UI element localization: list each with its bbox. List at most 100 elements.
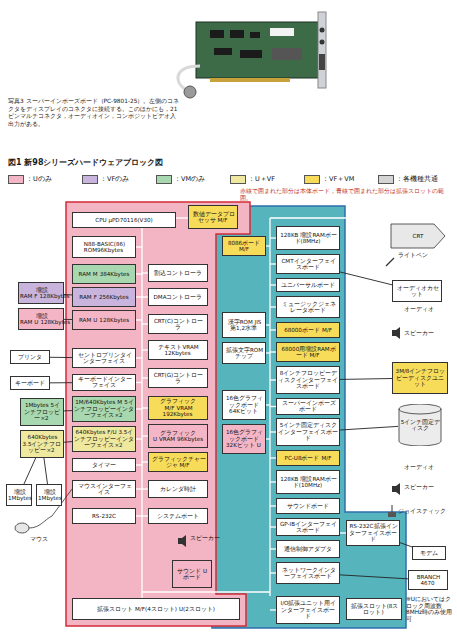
- node-text: 1Mbytes 5インチフロッピー×2: [24, 402, 60, 421]
- block-box: RAMM384Kbytes: [72, 264, 136, 284]
- jack-symbol: [320, 40, 325, 45]
- node-label-group: キーボード: [12, 380, 48, 386]
- node-text: M/F: [239, 246, 249, 252]
- speaker-symbol: [392, 483, 400, 495]
- cylinder-rim: [399, 409, 441, 414]
- bus-line: [136, 438, 142, 439]
- chip-symbol: [250, 32, 260, 38]
- node-label-group: 数値データプロセッサM/F: [190, 211, 236, 224]
- node-text: RAM: [79, 317, 91, 323]
- photo-caption: 写真3 スーパーインポーズボード（PC-9801-25）。左側のコネクタをディス…: [8, 98, 180, 128]
- node-text: U(2スロット): [179, 606, 215, 612]
- connector-line: [44, 458, 48, 484]
- bus-lines: [136, 218, 390, 610]
- connector-line: [340, 272, 392, 285]
- speaker-symbol: [392, 327, 400, 339]
- node-label-group: 割込コントローラ: [150, 270, 206, 276]
- node-label-group: RS-232C拡張インターフェイスボード: [348, 523, 398, 542]
- node-text: M/F: [322, 455, 332, 461]
- node-label-group: プリンタ: [12, 354, 48, 360]
- block-box: 128KB増設RAMボード(10MHz): [276, 470, 340, 494]
- node-text: CPU μPD70116(V30): [95, 217, 153, 223]
- node-text: 5インチ固定ディスクインターフェイスボード: [278, 422, 338, 441]
- node-text: グラフィック: [160, 398, 196, 404]
- block-box: 68000用増設RAMボードM/F: [276, 342, 340, 362]
- block-box: 1Mbytes 5インチフロッピー×2: [20, 398, 64, 426]
- node-text: 3M/8インチフロッピーディスクユニット: [396, 368, 446, 387]
- node-label-group: 漢字ROM JIS第1,2水準: [224, 319, 264, 332]
- node-text: M: [93, 271, 98, 277]
- device-label: マウス: [30, 536, 64, 543]
- bus-line: [136, 464, 142, 465]
- node-text: M/F: [310, 352, 320, 358]
- region-note: 赤線で囲まれた部分は本体ボード，青線で囲まれた部分は拡張スロットの範囲。: [240, 188, 452, 201]
- node-text: サウンドボード: [287, 503, 329, 509]
- node-label-group: RAMM384Kbytes: [74, 271, 134, 277]
- block-box: タイマー: [72, 458, 136, 472]
- chip-symbol: [230, 30, 244, 38]
- block-box: 5インチ固定ディスクインターフェイスボード: [276, 418, 340, 446]
- device-label: スピーカー: [404, 484, 448, 491]
- node-text: キーボードインターフェイス: [78, 376, 132, 388]
- node-text: 増設1Mbytes: [8, 489, 32, 501]
- node-text: I/O拡張ユニット用インターフェイスボード: [281, 600, 337, 619]
- circuit-board: [196, 22, 318, 78]
- node-text: 128Kbytes: [99, 317, 129, 323]
- node-label-group: RAMU128Kbytes: [74, 317, 134, 323]
- block-box: グラフィックUVRAM 96Kbytes: [148, 424, 208, 448]
- block-box: サウンドボード: [276, 498, 340, 514]
- node-text: 数値データプロセッサ: [193, 211, 235, 223]
- connector-line: [64, 441, 72, 443]
- node-label-group: キーボードインターフェイス: [74, 376, 134, 389]
- bus-line: [136, 273, 142, 274]
- node-label-group: マウスインターフェイス: [74, 483, 134, 496]
- bus-line: [266, 245, 270, 246]
- block-box: 拡張文字ROMチップ: [222, 342, 266, 364]
- connector-line: [24, 458, 36, 484]
- node-label-group: ミュージックジェネレータボード: [278, 301, 338, 314]
- legend-text: ：VF＋VM: [322, 174, 354, 184]
- node-label-group: 3M/8インチフロッピーディスクユニット: [394, 368, 446, 387]
- node-label-group: CRT: [391, 233, 445, 239]
- node-label-group: 増設1Mbytes: [8, 489, 30, 502]
- node-text: プリンタ: [18, 354, 42, 360]
- block-box: CRT(G)コントローラ: [148, 368, 208, 388]
- node-label-group: 640KbytesF/U3.5インチフロッピーインターフェイス×2: [74, 429, 134, 448]
- connector-line: [340, 378, 392, 380]
- bus-line: [266, 404, 270, 405]
- legend-swatch: [156, 175, 172, 184]
- node-label-group: 640Kbytes 3.5インチフロッピー×2: [22, 434, 62, 453]
- bus-line: [136, 296, 142, 297]
- node-label-group: I/O拡張ユニット用インターフェイスボード: [278, 600, 338, 619]
- node-text: 128Kbytes: [40, 293, 70, 299]
- node-label-group: CRT(C)コントローラ: [150, 318, 206, 331]
- connector-line: [340, 426, 398, 430]
- node-text: 増設RAMボード(8MHz): [295, 232, 337, 244]
- block-box: キーボード: [10, 376, 50, 390]
- block-box: 16色グラフィックボード 32KビットU: [222, 424, 266, 454]
- node-text: タイマー: [92, 462, 116, 468]
- block-box: テキストVRAM 12Kbytes: [148, 340, 208, 360]
- node-label-group: グラフィックチャージャM/F: [150, 456, 206, 469]
- joystick-stick: [392, 505, 393, 512]
- block-box: 割込コントローラ: [148, 264, 208, 282]
- block-box: 640Kbytes 3.5インチフロッピー×2: [20, 430, 64, 458]
- node-text: 割込コントローラ: [154, 270, 202, 276]
- node-label-group: オーディオカセット: [394, 285, 440, 298]
- node-label-group: タイマー: [74, 462, 134, 468]
- node-text: F: [34, 293, 37, 299]
- block-box: プリンタ: [10, 350, 50, 364]
- mounting-bracket: [318, 12, 326, 88]
- figure-title: 図1 新98シリーズハードウェアブロック図: [8, 157, 163, 168]
- node-text: 漢字ROM JIS第1,2水準: [228, 319, 262, 331]
- block-box: 拡張スロット(8スロット): [346, 598, 402, 620]
- node-label-group: 1M/640KbytesM5インチフロッピーインターフェイス×2: [74, 399, 134, 418]
- edge-connector: [210, 78, 290, 82]
- node-label-group: 拡張スロットM/F(4スロット)U(2スロット): [74, 606, 238, 612]
- block-box: 8086ボードM/F: [222, 236, 266, 256]
- node-text: 256Kbytes: [99, 294, 129, 300]
- block-box: キーボードインターフェイス: [72, 374, 136, 391]
- bus-line: [136, 382, 142, 383]
- chip-symbol: [240, 50, 262, 58]
- legend-text: ：Uのみ: [26, 174, 52, 184]
